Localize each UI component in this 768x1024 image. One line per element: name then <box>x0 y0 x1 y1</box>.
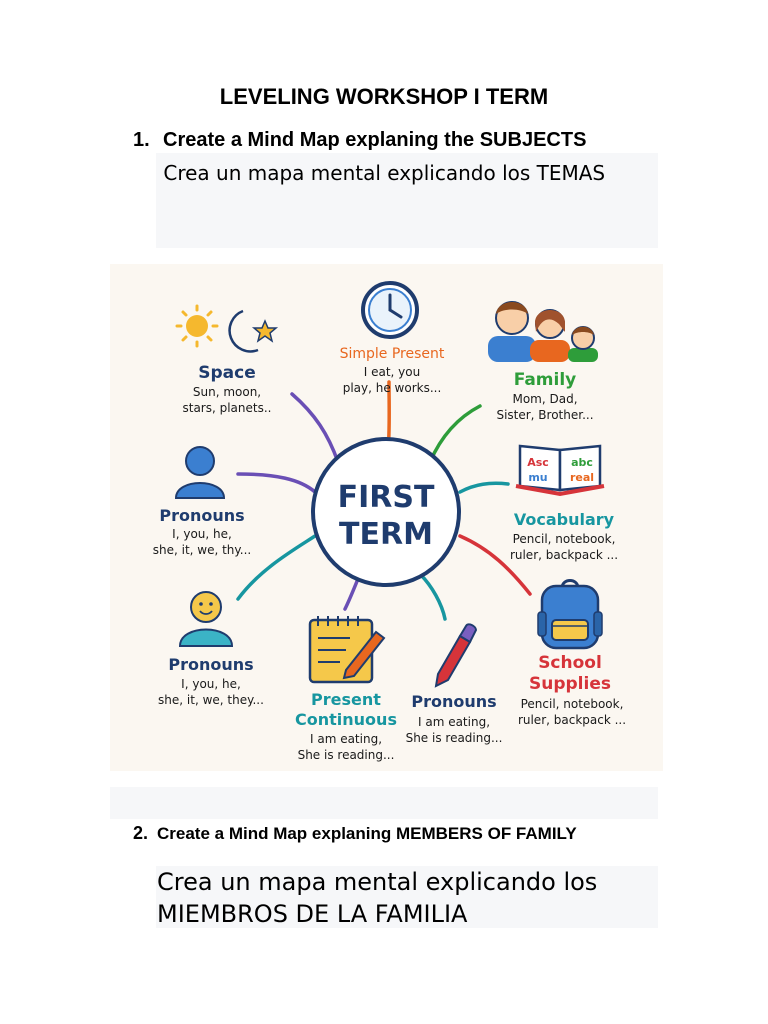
pronouns-2-desc-1: I, you, he, <box>181 677 241 691</box>
space-title: Space <box>198 363 256 383</box>
school-supplies-title-1: School <box>538 653 602 673</box>
question-1-text: Create a Mind Map explaning the SUBJECTS <box>163 129 587 151</box>
family-desc-2: Sister, Brother... <box>496 408 593 422</box>
connector-space <box>290 392 340 464</box>
present-continuous-desc-2: She is reading... <box>298 748 395 762</box>
connector-pronouns-3 <box>418 572 447 621</box>
pronouns-1-desc-1: I, you, he, <box>172 527 232 541</box>
sun-icon <box>175 304 219 348</box>
book-icon: Asc abc mu real <box>515 444 605 497</box>
pronouns-3-title: Pronouns <box>411 692 496 711</box>
book-word-3: mu <box>528 471 547 484</box>
connector-vocabulary <box>458 481 510 494</box>
pronouns-3-desc-2: She is reading... <box>406 731 503 745</box>
connector-family <box>428 404 482 464</box>
answer-box-2 <box>110 787 658 819</box>
present-continuous-desc-1: I am eating, <box>310 732 382 746</box>
notepad-pencil-icon <box>308 616 386 684</box>
mind-map-svg: FIRST TERM Space Sun, moon, stars, plane… <box>153 281 626 762</box>
family-title: Family <box>514 370 577 390</box>
present-continuous-title-1: Present <box>311 690 381 709</box>
simple-present-desc-1: I eat, you <box>364 365 420 379</box>
vocabulary-desc-1: Pencil, notebook, <box>513 532 616 546</box>
pronouns-1-desc-2: she, it, we, thy... <box>153 543 252 557</box>
vocabulary-title: Vocabulary <box>514 510 615 529</box>
document-title: LEVELING WORKSHOP I TERM <box>219 84 549 109</box>
answer-box-1 <box>156 153 658 248</box>
simple-present-desc-2: play, he works... <box>343 381 442 395</box>
question-1-number: 1. <box>133 129 150 151</box>
family-desc-1: Mom, Dad, <box>512 392 577 406</box>
pronouns-2-desc-2: she, it, we, they... <box>158 693 264 707</box>
school-supplies-desc-1: Pencil, notebook, <box>521 697 624 711</box>
question-2-spanish: Crea un mapa mental explicando los MIEMB… <box>157 868 598 928</box>
mind-map-image: FIRST TERM Space Sun, moon, stars, plane… <box>110 264 663 771</box>
present-continuous-title-2: Continuous <box>295 710 397 729</box>
clock-icon <box>361 281 419 339</box>
backpack-icon <box>537 579 603 650</box>
school-supplies-title-2: Supplies <box>529 674 611 694</box>
pronouns-3-desc-1: I am eating, <box>418 715 490 729</box>
book-word-2: abc <box>571 456 593 469</box>
school-supplies-desc-2: ruler, backpack ... <box>518 713 626 727</box>
pen-icon <box>434 623 478 688</box>
center-circle <box>311 437 461 587</box>
book-word-1: Asc <box>527 456 549 469</box>
connector-school <box>458 534 532 596</box>
space-desc-2: stars, planets.. <box>182 401 271 415</box>
connector-pronouns-2 <box>236 534 317 601</box>
center-line-1: FIRST <box>338 480 435 515</box>
question-2-text: Create a Mind Map explaning MEMBERS OF F… <box>157 824 577 843</box>
question-1-spanish: Crea un mapa mental explicando los TEMAS <box>157 161 606 185</box>
moon-icon <box>228 309 259 353</box>
connector-pronouns-1 <box>236 472 317 494</box>
pronouns-1-title: Pronouns <box>159 506 244 525</box>
star-icon <box>251 319 279 343</box>
pronouns-2-title: Pronouns <box>168 655 253 674</box>
smiley-person-icon <box>178 591 234 647</box>
answer-box-3 <box>156 866 658 928</box>
vocabulary-desc-2: ruler, backpack ... <box>510 548 618 562</box>
family-icon <box>488 301 598 362</box>
simple-present-title: Simple Present <box>340 346 445 362</box>
person-icon <box>174 446 226 499</box>
space-desc-1: Sun, moon, <box>193 385 261 399</box>
question-2-number: 2. <box>133 823 149 843</box>
center-line-2: TERM <box>339 517 433 552</box>
book-word-4: real <box>570 471 594 484</box>
